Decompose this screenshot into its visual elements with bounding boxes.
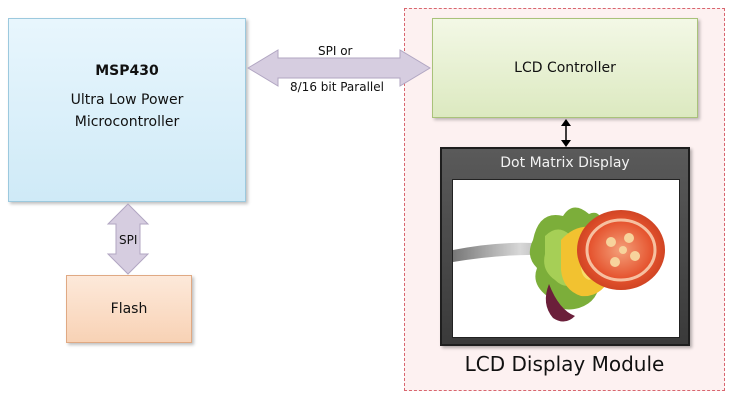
salad-fork-image bbox=[453, 207, 665, 322]
mcu-flash-double-arrow bbox=[106, 203, 150, 275]
lcd-controller-block: LCD Controller bbox=[432, 18, 698, 118]
msp430-block: MSP430 Ultra Low Power Microcontroller bbox=[8, 18, 246, 202]
flash-spi-label: SPI bbox=[119, 233, 138, 247]
display-screen bbox=[452, 179, 680, 338]
msp430-description-line1: Ultra Low Power bbox=[70, 92, 184, 108]
dot-matrix-display: Dot Matrix Display bbox=[440, 147, 690, 346]
lcd-display-module-label: LCD Display Module bbox=[464, 352, 665, 376]
flash-block: Flash bbox=[66, 275, 192, 343]
flash-label: Flash bbox=[110, 301, 148, 317]
spi-or-label: SPI or bbox=[318, 44, 353, 58]
msp430-title: MSP430 bbox=[95, 63, 159, 79]
lcd-controller-label: LCD Controller bbox=[514, 60, 616, 76]
mcu-lcd-double-arrow bbox=[247, 49, 431, 87]
parallel-label: 8/16 bit Parallel bbox=[290, 80, 384, 94]
msp430-description-line2: Microcontroller bbox=[74, 114, 180, 130]
dot-matrix-title: Dot Matrix Display bbox=[500, 155, 630, 171]
controller-display-arrow bbox=[561, 119, 571, 147]
